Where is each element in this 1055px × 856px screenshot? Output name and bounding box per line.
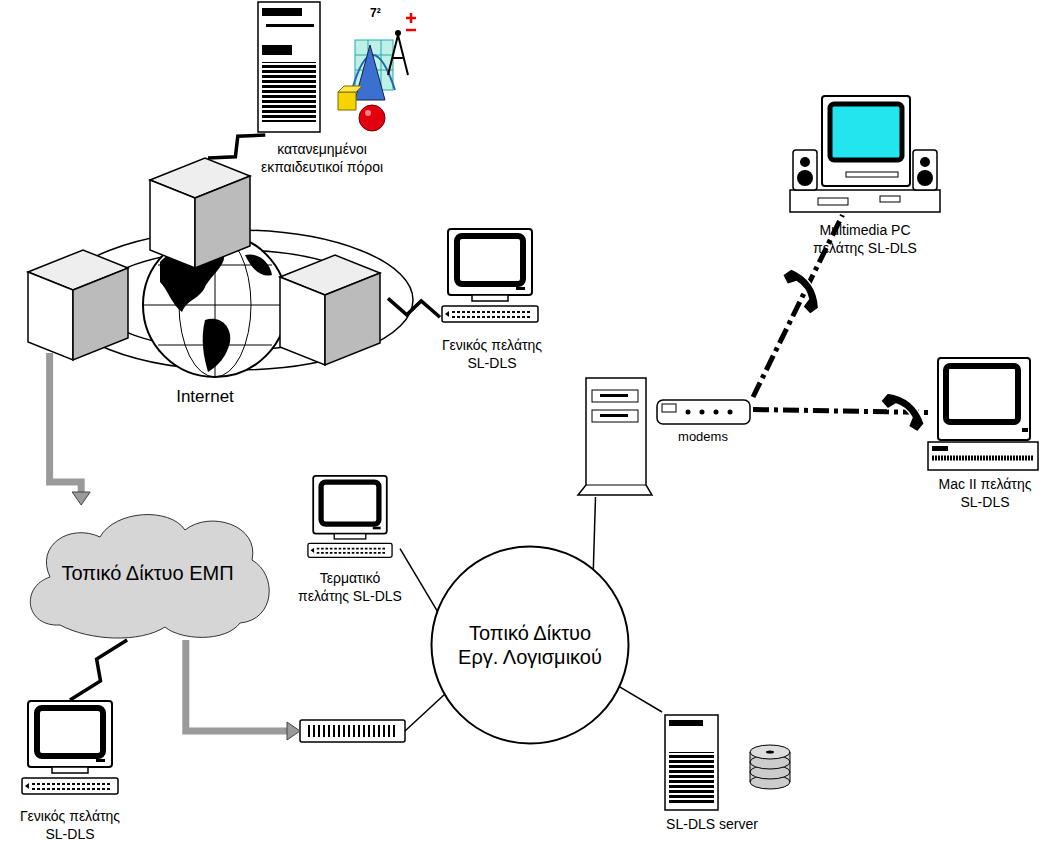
node-label: Γενικός πελάτης SL-DLS [14, 808, 126, 843]
network-link [208, 135, 265, 158]
client-node: Mac II πελάτης SL-DLS [928, 355, 1040, 470]
server-node: SL-DLS server [662, 712, 792, 812]
disk-stack [750, 745, 790, 789]
client-node: Multimedia PC πελάτης SL-DLS [790, 95, 940, 215]
modem-box [657, 400, 750, 424]
node-label: Internet [145, 386, 265, 407]
network-link [753, 410, 928, 413]
network-link [70, 640, 127, 700]
mac-computer [928, 358, 1038, 470]
node-label: modems [668, 429, 738, 445]
internet-cloud: Internet [28, 158, 388, 353]
lan-circle: Τοπικό Δίκτυο Εργ. Λογισμικού [430, 545, 630, 745]
phone-handset [781, 265, 825, 316]
lan-cloud: Τοπικό Δίκτυο ΕΜΠ [20, 505, 275, 640]
resource-server [258, 2, 320, 132]
resource-server: κατανεμημένοι εκπαιδευτικοί πόροι [258, 2, 403, 135]
network-link [619, 687, 662, 712]
network-link [186, 640, 445, 740]
client-node: Γενικός πελάτης SL-DLS [20, 700, 120, 805]
client-node: Γενικός πελάτης SL-DLS [440, 228, 540, 333]
circle-shape [430, 545, 630, 745]
node-label: κατανεμημένοι εκπαιδευτικοί πόροι [238, 141, 406, 176]
network-hub [300, 720, 405, 742]
network-cube [150, 158, 250, 268]
node-label: Multimedia PC πελάτης SL-DLS [809, 222, 921, 257]
network-cube [28, 250, 128, 360]
phone-handset [880, 387, 929, 433]
network-cube [280, 255, 380, 365]
network-link [593, 497, 595, 570]
modem-server [578, 378, 652, 495]
terminal-computer [308, 476, 392, 557]
client-computer [442, 229, 538, 322]
node-label: Mac II πελάτης SL-DLS [929, 476, 1041, 511]
education-icons [338, 13, 416, 131]
client-computer [22, 701, 118, 794]
modem-node: modems [578, 372, 753, 497]
node-label: SL-DLS server [647, 816, 777, 834]
multimedia-pc [790, 96, 940, 212]
network-link [400, 549, 437, 612]
client-node: Τερματικό πελάτης SL-DLS [300, 475, 400, 567]
node-label: Γενικός πελάτης SL-DLS [436, 337, 548, 372]
icon-text: 7² [370, 6, 381, 21]
network-link [50, 353, 91, 505]
node-label: Τοπικό Δίκτυο ΕΜΠ [60, 561, 235, 585]
sl-dls-server [665, 715, 718, 810]
node-label: Τερματικό πελάτης SL-DLS [294, 570, 406, 605]
node-label: Τοπικό Δίκτυο Εργ. Λογισμικού [448, 621, 613, 669]
network-link [388, 298, 440, 317]
